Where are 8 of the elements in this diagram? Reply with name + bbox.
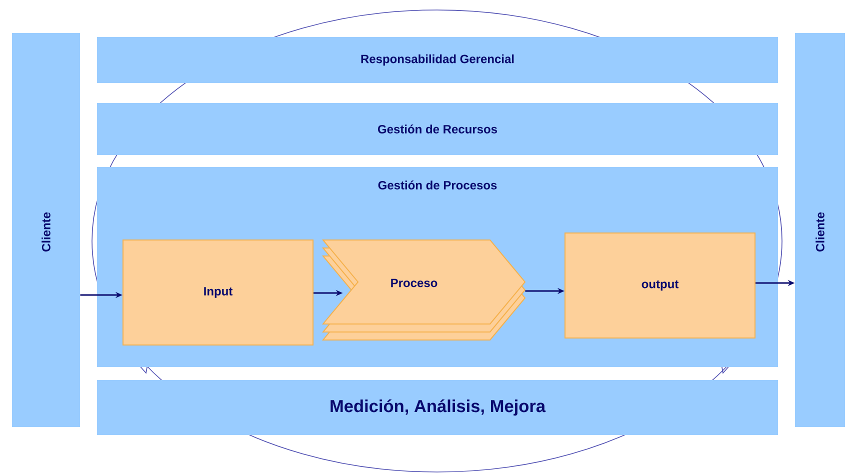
stacked-process-box: Proceso xyxy=(322,240,526,340)
band-box: Responsabilidad Gerencial xyxy=(97,37,778,83)
process-box: output xyxy=(564,232,756,338)
client-band: Cliente xyxy=(795,33,845,427)
band-box: Medición, Análisis, Mejora xyxy=(97,380,778,435)
process-box: Input xyxy=(122,240,314,346)
band-box: Gestión de Recursos xyxy=(97,103,778,155)
client-band: Cliente xyxy=(12,33,80,427)
